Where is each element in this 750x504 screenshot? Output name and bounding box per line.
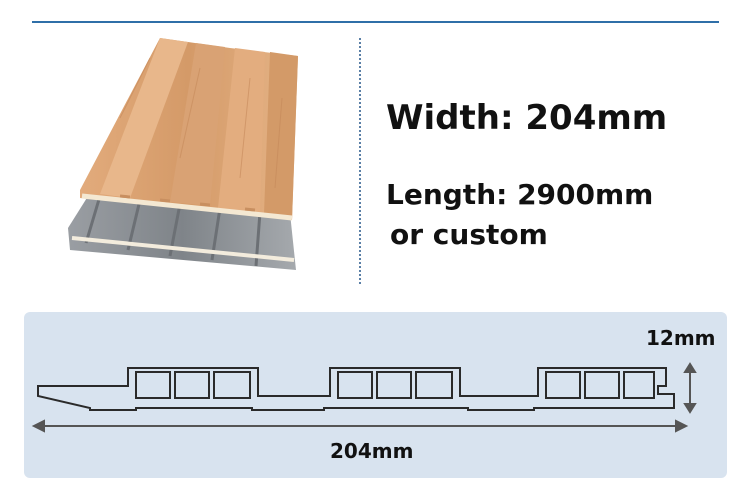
thickness-label: 12mm	[646, 326, 716, 350]
profile-outline	[37, 367, 675, 411]
width-label: 204mm	[330, 439, 413, 463]
width-arrow	[31, 419, 689, 433]
top-divider-line	[32, 21, 719, 23]
product-photo	[68, 38, 298, 270]
custom-length-note: or custom	[390, 218, 548, 251]
vertical-divider	[359, 38, 361, 284]
profile-cross-section: 12mm 204mm	[31, 326, 716, 463]
profile-chambers	[135, 371, 655, 399]
width-spec: Width: 204mm	[386, 98, 668, 138]
profile-diagram-panel: 12mm 204mm	[24, 312, 727, 478]
length-spec: Length: 2900mm	[386, 178, 654, 211]
wood-panel	[80, 38, 298, 221]
thickness-arrow	[683, 362, 697, 414]
